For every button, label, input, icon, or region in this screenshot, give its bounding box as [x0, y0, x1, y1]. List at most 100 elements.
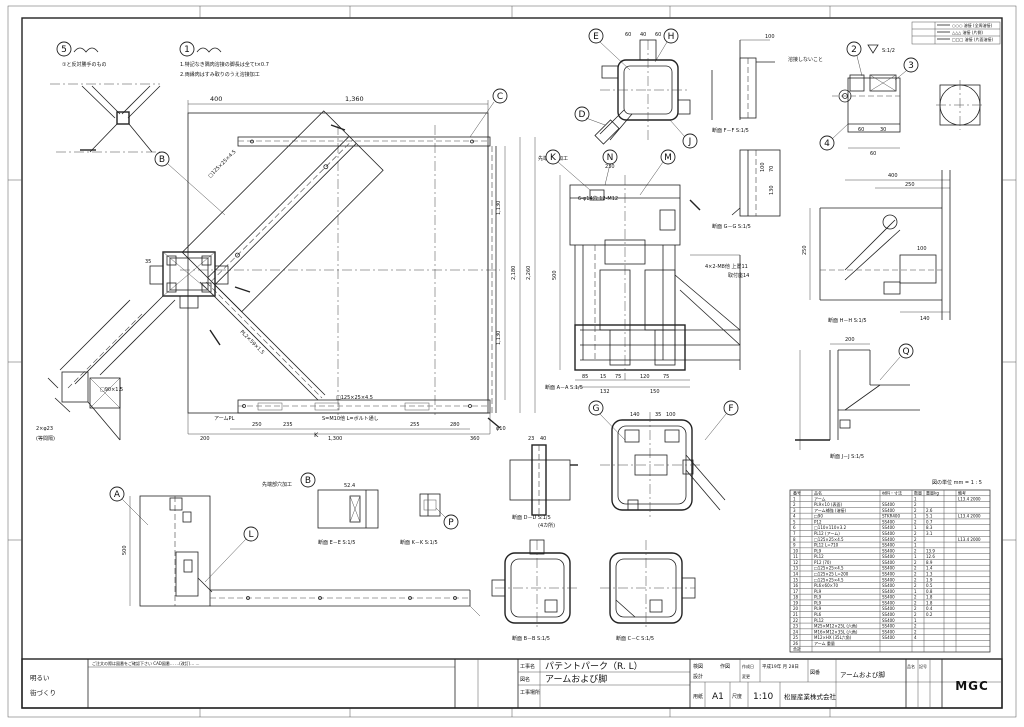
ee-caption: 断面 E－E S:1/5: [318, 539, 355, 546]
parts-table-cell: 10: [793, 548, 799, 553]
bubble-4: [819, 135, 835, 151]
parts-table-cell: L13.4 2000: [958, 537, 981, 542]
dim-top-1360: 1,360: [345, 95, 364, 103]
parts-table-cell: P12 (70): [814, 560, 831, 565]
bubble-p: [443, 514, 459, 530]
lower-left-arm: [47, 295, 176, 441]
date-value: 平成19年 月 28日: [762, 663, 799, 670]
top-detail-dim-60: 60: [625, 32, 631, 38]
diagonal-panel: [181, 110, 384, 313]
parts-table-cell: SS400: [882, 589, 895, 594]
parts-table-cell: 2: [914, 566, 917, 571]
kouji-value: パテントパーク（R. L）: [545, 661, 643, 672]
section-hh: 400 250 250 100 140 断面 H－H S:1/5: [802, 170, 951, 324]
dd-dim-40: 40: [540, 436, 546, 442]
parts-table-cell: SS400: [882, 543, 895, 548]
parts-table-cell: SS400: [882, 566, 895, 571]
parts-table-cell: STKR400: [882, 514, 900, 519]
parts-table-cell: SS400: [882, 525, 895, 530]
parts-table-cell: 16: [793, 583, 799, 588]
parts-table-cell: PL12: [814, 618, 824, 623]
bb-caption: 断面 B－B S:1/5: [512, 635, 550, 642]
section-ee: 先端部穴加工 B 52.4 断面 E－E S:1/5: [262, 472, 379, 546]
parts-table-cell: SS400: [882, 537, 895, 542]
dim-bot-235: 235: [283, 422, 293, 428]
parts-table-cell: 1.4: [926, 566, 933, 571]
revision-line: ご注文の際は図番をご確認下さい CAD図番… …(改訂)… …: [92, 660, 200, 666]
parts-table-cell: 1.3: [926, 571, 933, 576]
company-name: 松屋産業株式会社: [784, 692, 837, 701]
section-dd: 23 40 断面 D－D S:1/5 (4カ所): [509, 436, 578, 529]
bubble-a-label: A: [114, 490, 121, 500]
main-plan-view: 400 1,360 1,130 2,180 2,260 1,130 2: [36, 95, 536, 442]
parts-table-cell: 20: [793, 606, 799, 611]
parts-table-cell: SS400: [882, 548, 895, 553]
parts-table-cell: 2: [914, 548, 917, 553]
bubble-5-label: 5: [61, 45, 67, 55]
bubble-p-label: P: [448, 518, 454, 528]
parts-table-cell: □110×110×3.2: [814, 525, 847, 530]
parts-table-cell: 2: [914, 571, 917, 576]
parts-table-cell: 1: [914, 589, 917, 594]
parts-table-cell: 25: [793, 635, 799, 640]
parts-table-cell: 2: [914, 560, 917, 565]
note-1: 1 1.特記なき隅肉溶接の脚長は全てt×0.7 2.両縁肉はすみ取りのうえ溶接加…: [179, 41, 269, 78]
dd-caption: 断面 D－D S:1/5: [512, 514, 551, 521]
parts-table-cell: 23: [793, 624, 799, 629]
label-changed: 変更: [742, 673, 750, 679]
parts-table-cell: 13: [793, 566, 799, 571]
section-gg: 100 130 70 断面 G－G S:1/5: [712, 149, 781, 230]
bubble-3-label: 3: [908, 61, 914, 71]
aa-dim-230: 230: [605, 164, 615, 170]
parts-table-cell: 2: [914, 519, 917, 524]
bubble-c: [492, 88, 508, 104]
weld-dim-30: 30: [880, 127, 886, 133]
aa-note-bolt: 6-φ14穴 12-M12: [578, 195, 618, 202]
dd-sub: (4カ所): [538, 522, 555, 529]
label-k: K: [314, 431, 319, 439]
aa-bolt-note: 4×2-M8他 上置11: [705, 263, 748, 270]
label-date: 作成日: [742, 663, 754, 669]
dim-bot-360: 360: [470, 436, 480, 442]
view-opposite-hand: [50, 83, 161, 153]
parts-table-cell: L13.4 2000: [958, 514, 981, 519]
note-5-text: ①と反対勝手のもの: [62, 61, 106, 68]
parts-table-cell: 2: [914, 629, 917, 634]
parts-table-cell: 18: [793, 595, 799, 600]
parts-table-cell: 2.6: [926, 508, 933, 513]
label-sheet: 用紙: [693, 693, 703, 700]
bubble-q-label: Q: [902, 347, 909, 357]
hh-dim-250: 250: [905, 182, 915, 188]
aa-dim-150: 150: [650, 389, 660, 395]
aa-dim-75b: 75: [663, 374, 669, 380]
parts-table-cell: 2: [793, 502, 796, 507]
top-detail-dim-40: 40: [640, 32, 646, 38]
label-slot: S=M10他 L=ボルト通し: [322, 415, 379, 422]
parts-table-cell: □125×25×4.5: [814, 577, 844, 582]
parts-table-cell: SS400: [882, 606, 895, 611]
aa-caption: 断面 A－A S:1/5: [545, 384, 583, 391]
parts-table-cell: 4: [914, 635, 917, 640]
sheet-outer-border: [7, 5, 1017, 718]
parts-table-cell: 8.9: [926, 560, 933, 565]
dim-bot-250: 250: [252, 422, 262, 428]
parts-table-cell: PL12 (アーム): [814, 531, 840, 536]
bubble-e-label: E: [593, 32, 599, 42]
dim-bot-200: 200: [200, 436, 210, 442]
parts-table-cell: 合計: [793, 646, 801, 652]
label-diag: PL2×59×1.5: [239, 329, 266, 356]
dim-top-400: 400: [210, 95, 222, 103]
parts-table-cell: 22: [793, 618, 799, 623]
weld-note: 溶接しないこと: [788, 56, 823, 63]
label-plate: アームPL: [214, 416, 235, 422]
hh-caption: 断面 H－H S:1/5: [828, 317, 867, 324]
dim-bot-280: 280: [450, 422, 460, 428]
plan-bubbles: C B: [154, 88, 508, 216]
parts-table-cell: PL9: [814, 589, 822, 594]
parts-table-cell: 1: [914, 543, 917, 548]
company-motto-1: 明るい: [30, 674, 50, 682]
parts-table-cell: SS400: [882, 583, 895, 588]
sheet-frame: [21, 17, 1003, 709]
parts-table-cell: アーム: [814, 496, 826, 501]
parts-table-cell: SS400: [882, 577, 895, 582]
